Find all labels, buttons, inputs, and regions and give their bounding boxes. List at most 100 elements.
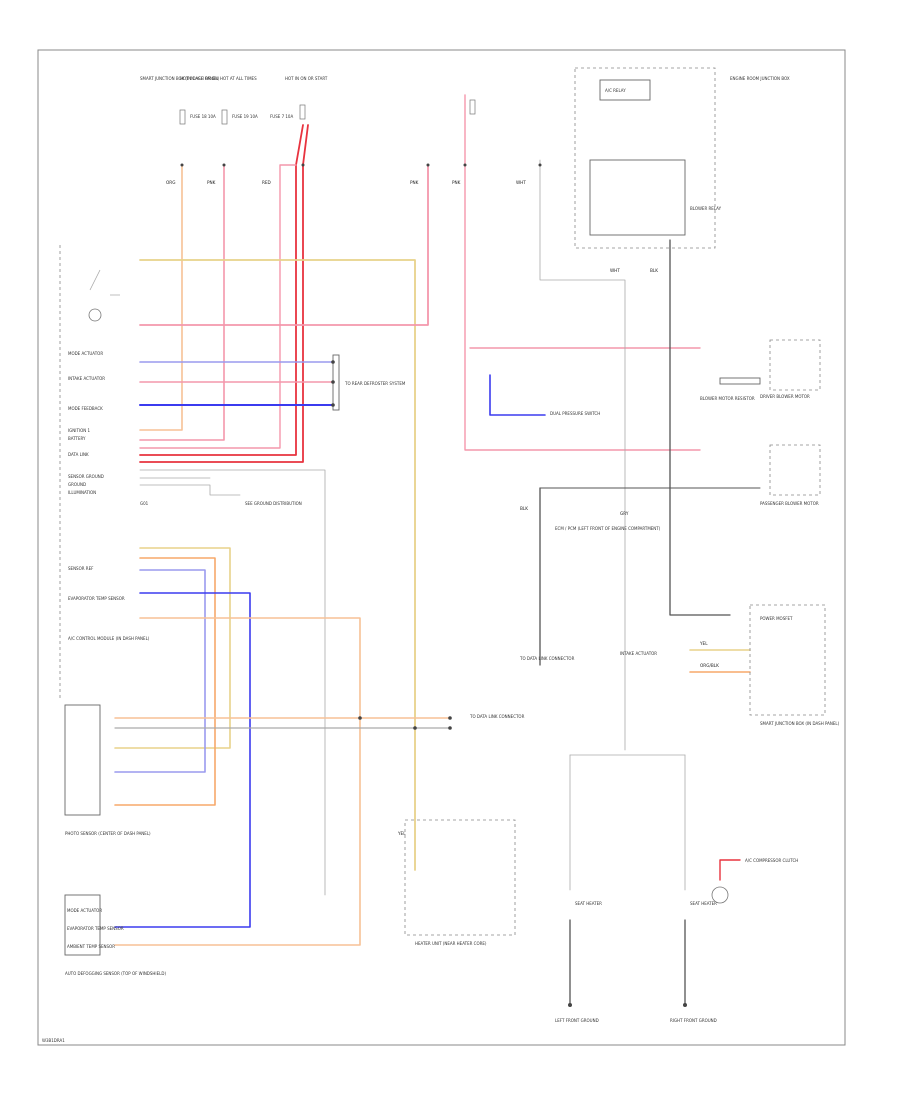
heater-core-label: HEATER UNIT (NEAR HEATER CORE) (415, 941, 487, 946)
wire-pink-fuse-c (139, 164, 297, 449)
dot-13 (448, 726, 452, 730)
sensor-area: PHOTO SENSOR (CENTER OF DASH PANEL) AUTO… (64, 704, 166, 976)
fuse-a-icon (179, 109, 186, 125)
wire-red-fuse-c-1 (139, 124, 304, 456)
ambient-sensor-pin: AMBIENT TEMP SENSOR (67, 944, 115, 949)
wire-grey-ground-1 (139, 469, 326, 896)
compressor-icon (711, 886, 729, 904)
dot-10 (358, 716, 362, 720)
pass-blower-box (769, 444, 821, 496)
mode-motor-label: MODE ACTUATOR (67, 908, 102, 913)
footer-code: W3B1DRA1 (42, 1038, 65, 1043)
wire-label-yel-mosfet: YEL (699, 641, 708, 646)
photo-sensor-label: PHOTO SENSOR (CENTER OF DASH PANEL) (65, 831, 151, 836)
dot-9 (331, 403, 335, 407)
pcm-area: ECM / PCM (LEFT FRONT OF ENGINE COMPARTM… (519, 506, 661, 661)
wire-label-org-top: ORG (166, 180, 175, 185)
ctrl-pin-illum: ILLUMINATION (68, 490, 96, 495)
ctrl-pin-feedback: MODE FEEDBACK (68, 406, 103, 411)
wire-yellow-main (139, 259, 416, 871)
ctrl-pin-batt: BATTERY (68, 436, 86, 441)
power-mosfet-label: POWER MOSFET (760, 616, 793, 621)
dot-11 (413, 726, 417, 730)
dot-5 (463, 163, 467, 167)
switch-contact-icon (89, 269, 120, 296)
ctrl-module-name: A/C CONTROL MODULE (IN DASH PANEL) (68, 636, 150, 641)
wire-pink-switch (139, 164, 429, 326)
ctrl-pin-gnd: SENSOR GROUND (68, 474, 104, 479)
seat-heater-l-label: SEAT HEATER (575, 901, 602, 906)
ground-r-label: RIGHT FRONT GROUND (670, 1018, 717, 1023)
dot-ground-r (683, 1003, 687, 1007)
resistor-label: BLOWER MOTOR RESISTOR (700, 396, 755, 401)
mosfet-box (749, 604, 826, 716)
to-data-b-label: TO DATA LINK CONNECTOR (519, 656, 575, 661)
dot-ground-l (568, 1003, 572, 1007)
wire-label-blk-pcm: BLK (520, 506, 528, 511)
ctrl-pin-sensor-ref: SENSOR REF (68, 566, 94, 571)
wire-label-wht-top: WHT (516, 180, 526, 185)
wire-label-yel-heater: YEL (397, 831, 406, 836)
wire-lightblue-sensor (114, 569, 206, 773)
evap-sensor-label: EVAPORATOR TEMP SENSOR (67, 926, 124, 931)
dot-8 (331, 380, 335, 384)
pcm-name-label: ECM / PCM (LEFT FRONT OF ENGINE COMPARTM… (555, 526, 661, 531)
ctrl-pin-ground: GROUND (68, 482, 86, 487)
dot-1 (180, 163, 184, 167)
to-data-label: TO DATA LINK CONNECTOR (469, 714, 525, 719)
heater-unit-box (404, 819, 516, 936)
wire-red-fuse-c-2 (139, 124, 309, 463)
wire-pink-fuse-b (139, 164, 225, 441)
intake-motor-label: INTAKE ACTUATOR (620, 651, 657, 656)
photo-sensor-box (64, 704, 101, 816)
ground-l-label: LEFT FRONT GROUND (555, 1018, 599, 1023)
wire-black-blower (669, 239, 731, 616)
wire-label-pnk-top: PNK (207, 180, 216, 185)
wire-label-gry-pcm: GRY (620, 511, 629, 516)
relay-box-label: ENGINE ROOM JUNCTION BOX (730, 76, 790, 81)
jb-name-label: SMART JUNCTION BOX (IN DASH PANEL) (760, 721, 840, 726)
blower-relay-label: BLOWER RELAY (690, 206, 722, 211)
wire-group (114, 94, 761, 1006)
ambient-sensor-box (64, 894, 101, 956)
driver-blower-box (769, 339, 821, 391)
ac-relay-label: A/C RELAY (605, 88, 626, 93)
mosfet-area: POWER MOSFET SMART JUNCTION BOX (IN DASH… (620, 604, 840, 726)
dot-2 (222, 163, 226, 167)
wire-grey-ground-2 (139, 484, 241, 496)
wire-label-blk-relay: BLK (650, 268, 658, 273)
blower-area: DRIVER BLOWER MOTOR PASSENGER BLOWER MOT… (550, 339, 821, 506)
fuse-c-icon (299, 104, 306, 120)
ctrl-pin-evap: EVAPORATOR TEMP SENSOR (68, 596, 125, 601)
dot-7 (331, 360, 335, 364)
fuse-b-label: FUSE 19 10A (232, 114, 258, 119)
wire-orange-fuse-a (139, 164, 183, 431)
resistor-icon (719, 377, 761, 385)
heater-unit: HEATER UNIT (NEAR HEATER CORE) YEL (397, 819, 516, 946)
ctrl-pin-ign: IGNITION 1 (68, 428, 90, 433)
fuse-caption-3: HOT AT ALL TIMES (220, 76, 257, 81)
to-rear-label: TO REAR DEFROSTER SYSTEM (344, 381, 406, 386)
evap-label: DUAL PRESSURE SWITCH (550, 411, 600, 416)
fuse-caption-1: SMART JUNCTION BOX (IN DASH PANEL) (140, 76, 220, 81)
wire-red-compressor (719, 859, 741, 881)
blower-relay-box (589, 159, 686, 236)
wire-orange-sensor (114, 557, 216, 806)
wire-label-org-mosfet: ORG/BLK (700, 663, 719, 668)
ctrl-g-ref: G01 (140, 501, 149, 506)
wire-yellow-sensor (114, 547, 231, 749)
wire-pink-blower (464, 94, 701, 451)
wire-label-pnk-top-3: PNK (452, 180, 461, 185)
fuse-b-icon (221, 109, 228, 125)
ac-control-module: MODE ACTUATOR INTAKE ACTUATOR MODE FEEDB… (59, 245, 302, 700)
wire-label-red-top: RED (262, 180, 271, 185)
wire-grey-relay (539, 159, 626, 751)
fuse-caption-4: HOT IN ON OR START (285, 76, 328, 81)
ctrl-see-ground: SEE GROUND DISTRIBUTION (245, 501, 302, 506)
ambient-sensor-label: AUTO DEFOGGING SENSOR (TOP OF WINDSHIELD… (65, 971, 166, 976)
wire-label-pnk-top-2: PNK (410, 180, 419, 185)
wire-orange-ambient (114, 617, 361, 946)
wire-label-wht-relay: WHT (610, 268, 620, 273)
fuse-c-label: FUSE 7 10A (270, 114, 293, 119)
